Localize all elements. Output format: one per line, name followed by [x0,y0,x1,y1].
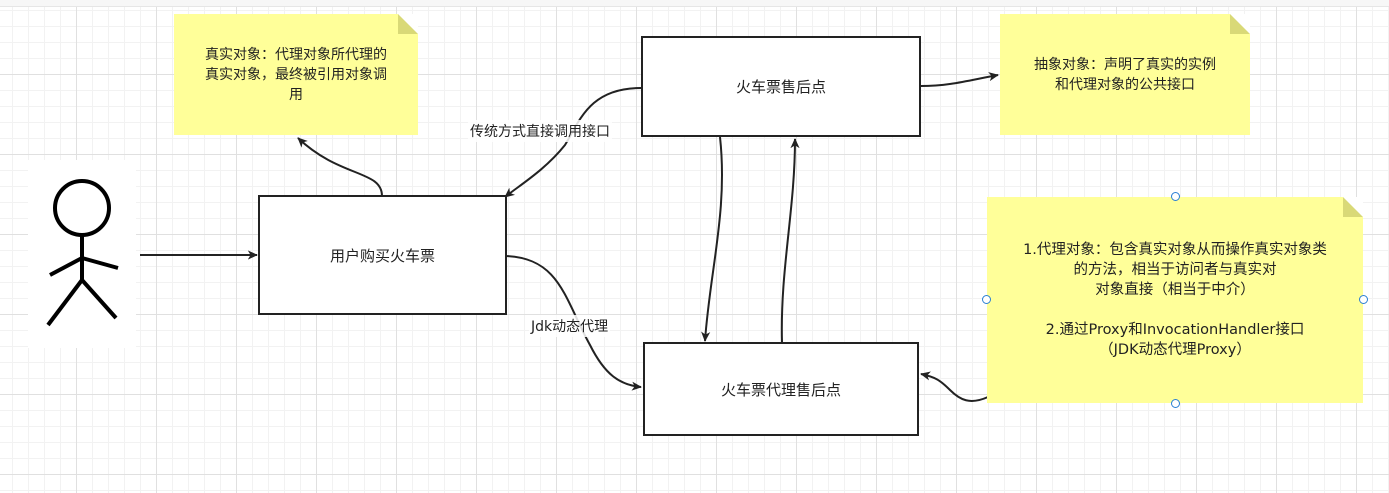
edge-label-traditional: 传统方式直接调用接口 [468,120,612,142]
node-proxy-ticket-office-label: 火车票代理售后点 [720,380,841,399]
actor-figure [46,179,119,327]
canvas-top-border [0,0,1389,7]
note-real-object-text: 真实对象：代理对象所代理的 真实对象，最终被引用对象调 用 [205,46,387,103]
note-proxy-object-text: 1.代理对象：包含真实对象从而操作真实对象类 的方法，相当于访问者与真实对 对象… [1023,242,1327,358]
note-abstract-object[interactable]: 抽象对象：声明了真实的实例 和代理对象的公共接口 [1000,14,1250,135]
note-proxy-object[interactable]: 1.代理对象：包含真实对象从而操作真实对象类 的方法，相当于访问者与真实对 对象… [987,197,1363,403]
note-fold-corner [398,14,418,34]
selection-handle-top[interactable] [1171,192,1180,201]
edge-train-to-abstract-note[interactable] [920,72,999,87]
selection-handle-right[interactable] [1359,295,1368,304]
edge-traditional-call[interactable] [504,87,642,198]
note-abstract-object-text: 抽象对象：声明了真实的实例 和代理对象的公共接口 [1034,56,1216,93]
actor-stick-figure-icon[interactable] [28,160,136,348]
selection-handle-bottom[interactable] [1171,399,1180,408]
edge-proxy-to-train[interactable] [780,138,800,343]
node-proxy-ticket-office[interactable]: 火车票代理售后点 [643,342,919,436]
note-real-object[interactable]: 真实对象：代理对象所代理的 真实对象，最终被引用对象调 用 [174,14,418,135]
note-fold-corner [1230,14,1250,34]
node-train-ticket-office[interactable]: 火车票售后点 [641,36,921,137]
node-train-ticket-office-label: 火车票售后点 [735,78,826,96]
edge-label-jdk-proxy: Jdk动态代理 [529,315,611,337]
edge-train-to-proxy[interactable] [701,136,723,342]
selection-handle-left[interactable] [982,295,991,304]
note-fold-corner [1343,197,1363,217]
edge-user-to-real-note[interactable] [297,137,383,197]
node-user-buy-ticket-label: 用户购买火车票 [329,246,435,265]
edge-proxy-note-to-proxy[interactable] [920,371,989,402]
node-user-buy-ticket[interactable]: 用户购买火车票 [258,195,507,315]
